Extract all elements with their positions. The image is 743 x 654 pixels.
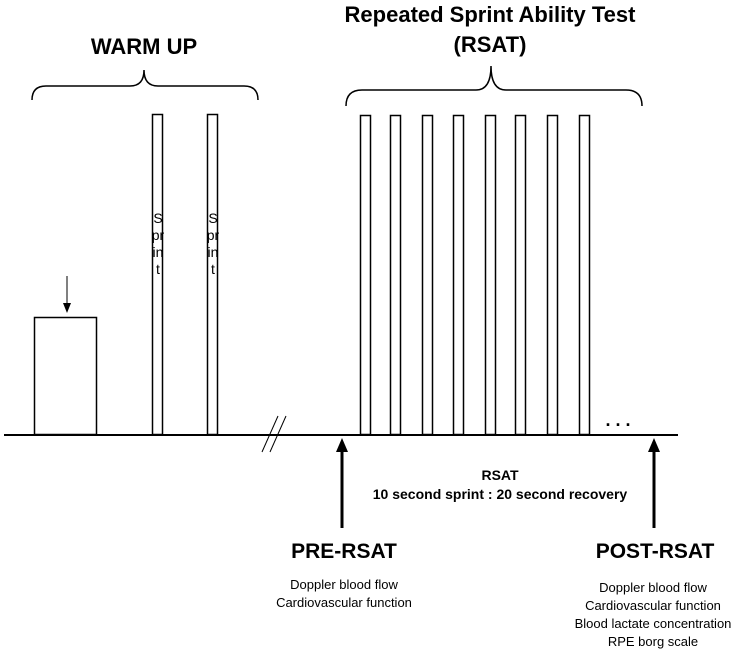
protocol-line-1: RSAT [481, 467, 519, 483]
break-mark [269, 415, 287, 453]
warmup-arrow-head [63, 303, 71, 313]
rsat-sprint-bar [452, 114, 465, 436]
pre-arrow-head [336, 438, 348, 452]
warmup-title: WARM UP [90, 34, 198, 59]
warmup-sprint-bar [151, 113, 164, 436]
pre-measure: Doppler blood flow [290, 577, 398, 592]
warmup-sprint-label: Sprint [151, 210, 165, 277]
post-measure: Blood lactate concentration [574, 616, 732, 631]
rsat-brace [345, 65, 643, 107]
pre-measure: Cardiovascular function [276, 595, 412, 610]
rsat-sprint-bar [359, 114, 372, 436]
rsat-sprint-bar [421, 114, 434, 436]
pre-rsat-title: PRE-RSAT [291, 540, 397, 563]
rsat-sprint-bar [546, 114, 559, 436]
post-arrow-head [648, 438, 660, 452]
post-measure: RPE borg scale [607, 634, 699, 649]
rsat-sprint-bar [578, 114, 591, 436]
more-sprints-ellipsis: . . . [605, 410, 631, 430]
protocol-line-2: 10 second sprint : 20 second recovery [372, 486, 628, 502]
rsat-sprint-bar [514, 114, 527, 436]
break-mark [261, 415, 279, 453]
warmup-block [33, 316, 98, 436]
warmup-sprint-bar [206, 113, 219, 436]
post-rsat-title: POST-RSAT [595, 540, 715, 563]
rsat-sprint-bar [389, 114, 402, 436]
post-measure: Cardiovascular function [585, 598, 721, 613]
rsat-title: Repeated Sprint Ability Test [344, 2, 636, 27]
warmup-brace [31, 69, 259, 101]
warmup-sprint-label: Sprint [206, 210, 220, 277]
rsat-sprint-bar [484, 114, 497, 436]
rsat-abbrev: (RSAT) [453, 32, 527, 57]
post-measure: Doppler blood flow [599, 580, 707, 595]
